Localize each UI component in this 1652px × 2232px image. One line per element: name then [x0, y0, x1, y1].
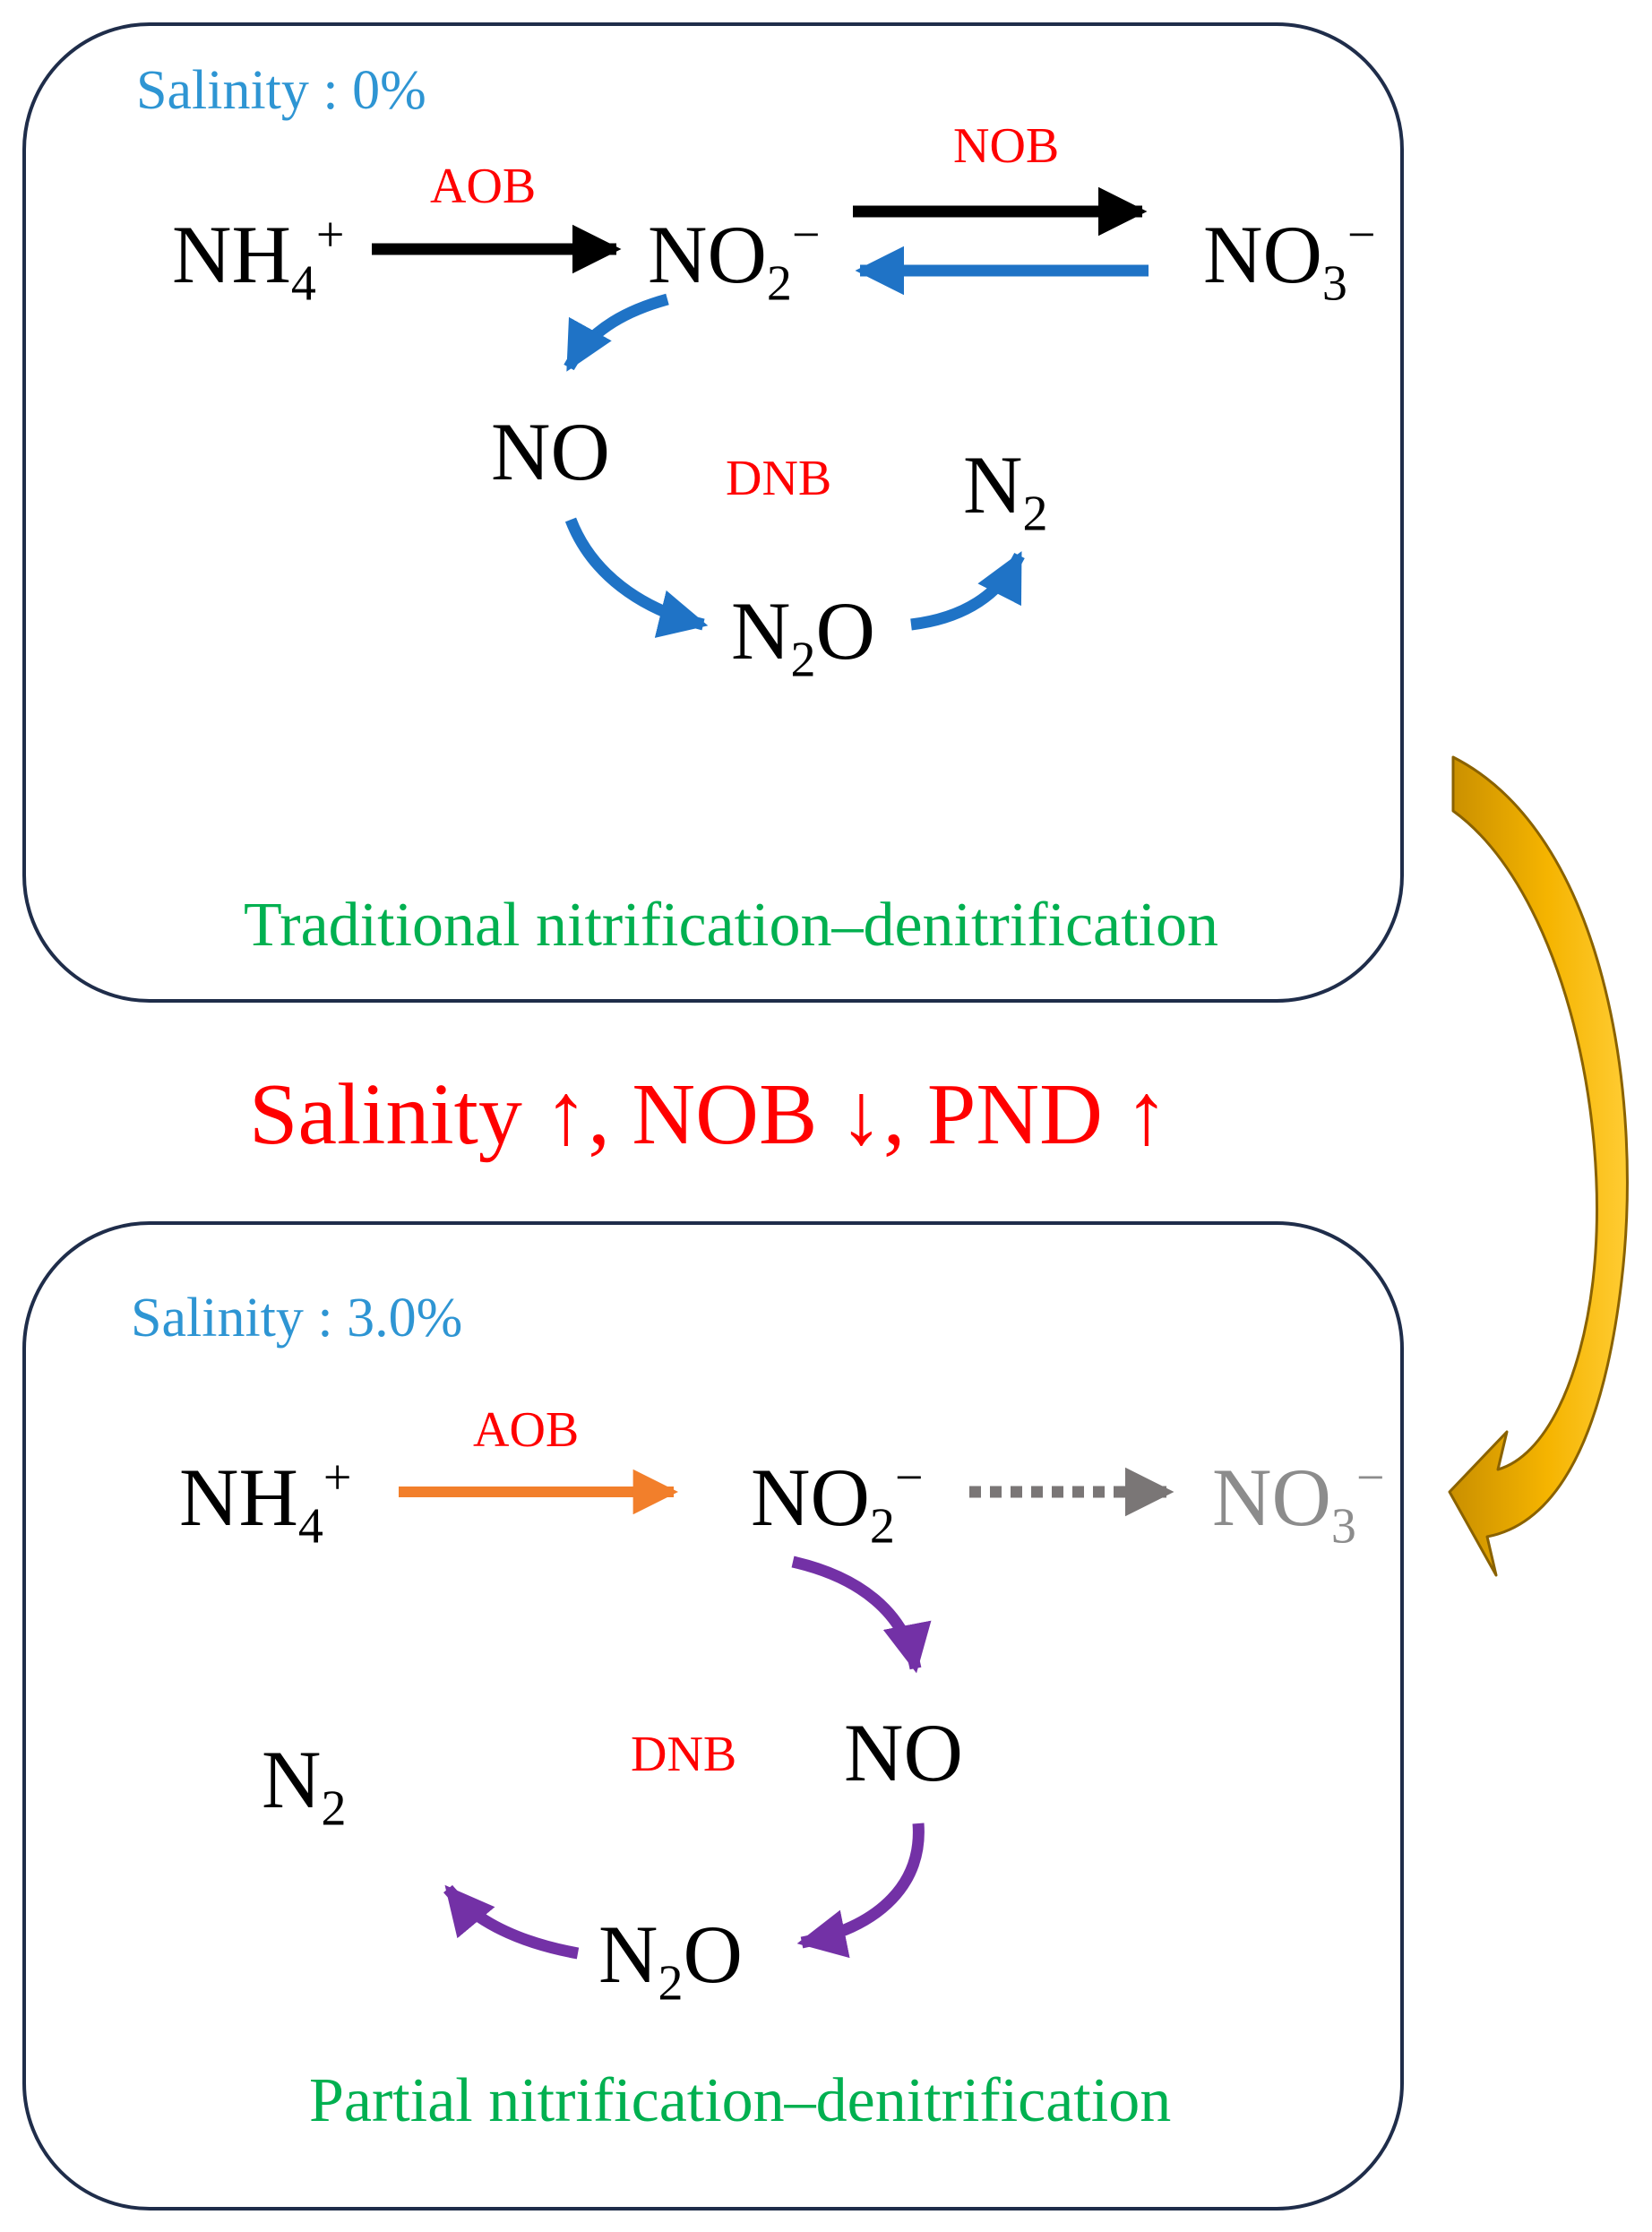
bottom-n2o-to-n2-arrow: [443, 1884, 580, 1960]
top-aob-label: AOB: [430, 159, 537, 214]
top-nh4-sub: 4: [290, 255, 316, 312]
bottom-n2: N2: [262, 1738, 346, 1834]
top-no2: NO2−: [648, 210, 820, 308]
top-nh4-sup: +: [315, 207, 345, 263]
bottom-n2-sub: 2: [321, 1780, 347, 1837]
top-no3-sub: 3: [1321, 255, 1347, 312]
top-no2-to-no-arrow: [564, 293, 669, 372]
top-n2-sub: 2: [1022, 486, 1048, 542]
top-no2-sub: 2: [766, 255, 792, 312]
bottom-no2-sup: −: [894, 1450, 924, 1506]
bottom-panel-frame: [22, 1221, 1404, 2210]
top-no2-sup: −: [791, 207, 821, 263]
bottom-no-to-n2o-arrow: [796, 1823, 925, 1959]
bottom-n2o-base: N: [598, 1909, 658, 2000]
bottom-no3-sup: −: [1355, 1450, 1385, 1506]
bottom-no-base: NO: [844, 1707, 963, 1798]
top-n2o-base: N: [731, 585, 791, 676]
bottom-dnb-label: DNB: [631, 1727, 737, 1782]
top-no: NO: [491, 410, 610, 493]
top-panel-frame: [22, 22, 1404, 1003]
bottom-n2-base: N: [262, 1734, 322, 1825]
top-n2o-to-n2-arrow: [910, 551, 1025, 631]
bottom-nh4: NH4+: [179, 1452, 351, 1551]
bottom-n2o-sub: 2: [658, 1955, 684, 2012]
top-dnb-label: DNB: [726, 451, 832, 506]
top-n2o-tail: O: [815, 585, 875, 676]
top-n2-base: N: [963, 439, 1023, 530]
transition-headline: Salinity ↑, NOB ↓, PND ↑: [249, 1066, 1169, 1163]
top-no3-sup: −: [1347, 207, 1376, 263]
bottom-n2o: N2O: [598, 1913, 743, 2009]
top-no3: NO3−: [1203, 210, 1375, 308]
bottom-aob-label: AOB: [473, 1402, 580, 1458]
bottom-nh4-sub: 4: [297, 1498, 323, 1555]
bottom-n2o-tail: O: [683, 1909, 743, 2000]
bottom-no3-base: NO: [1212, 1452, 1331, 1543]
top-no3-base: NO: [1203, 209, 1322, 300]
bottom-no3-sub: 3: [1330, 1498, 1356, 1555]
top-nob-label: NOB: [953, 118, 1060, 174]
transition-arrow: [1448, 755, 1629, 1577]
top-nh4: NH4+: [172, 210, 344, 308]
top-n2: N2: [963, 444, 1047, 539]
bottom-no2: NO2−: [751, 1452, 923, 1551]
bottom-no3: NO3−: [1212, 1452, 1384, 1551]
top-nh4-base: NH: [172, 209, 291, 300]
top-n2o-sub: 2: [790, 632, 816, 688]
top-no2-base: NO: [648, 209, 767, 300]
bottom-no2-to-no-arrow: [791, 1556, 932, 1674]
bottom-salinity-label: Salinity : 3.0%: [131, 1288, 463, 1349]
top-no-base: NO: [491, 406, 610, 497]
bottom-process-name: Partial nitrification–denitrification: [309, 2066, 1172, 2135]
bottom-no2-sub: 2: [869, 1498, 895, 1555]
top-n2o: N2O: [731, 590, 875, 685]
top-salinity-label: Salinity : 0%: [136, 60, 426, 121]
bottom-nh4-base: NH: [179, 1452, 298, 1543]
top-no-to-n2o-arrow: [564, 517, 709, 638]
bottom-nh4-sup: +: [323, 1450, 352, 1506]
top-process-name: Traditional nitrification–denitrificatio…: [244, 891, 1219, 960]
bottom-no: NO: [844, 1711, 963, 1794]
bottom-no2-base: NO: [751, 1452, 870, 1543]
